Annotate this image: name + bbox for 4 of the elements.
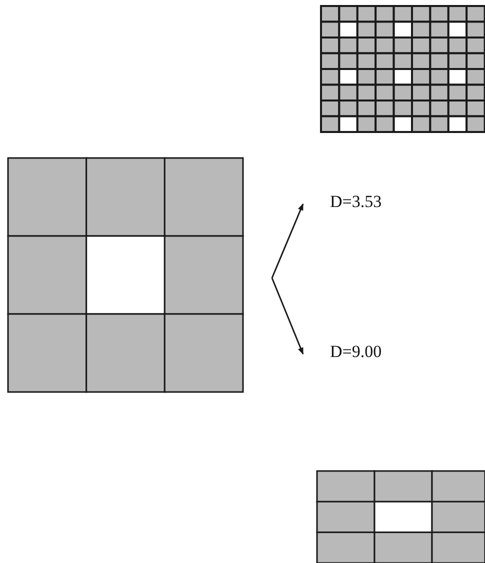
dimension-value: D=3.53 bbox=[330, 192, 382, 212]
arrow bbox=[271, 278, 304, 355]
arrow bbox=[271, 203, 304, 278]
dimension-value: D=9.00 bbox=[330, 342, 382, 362]
